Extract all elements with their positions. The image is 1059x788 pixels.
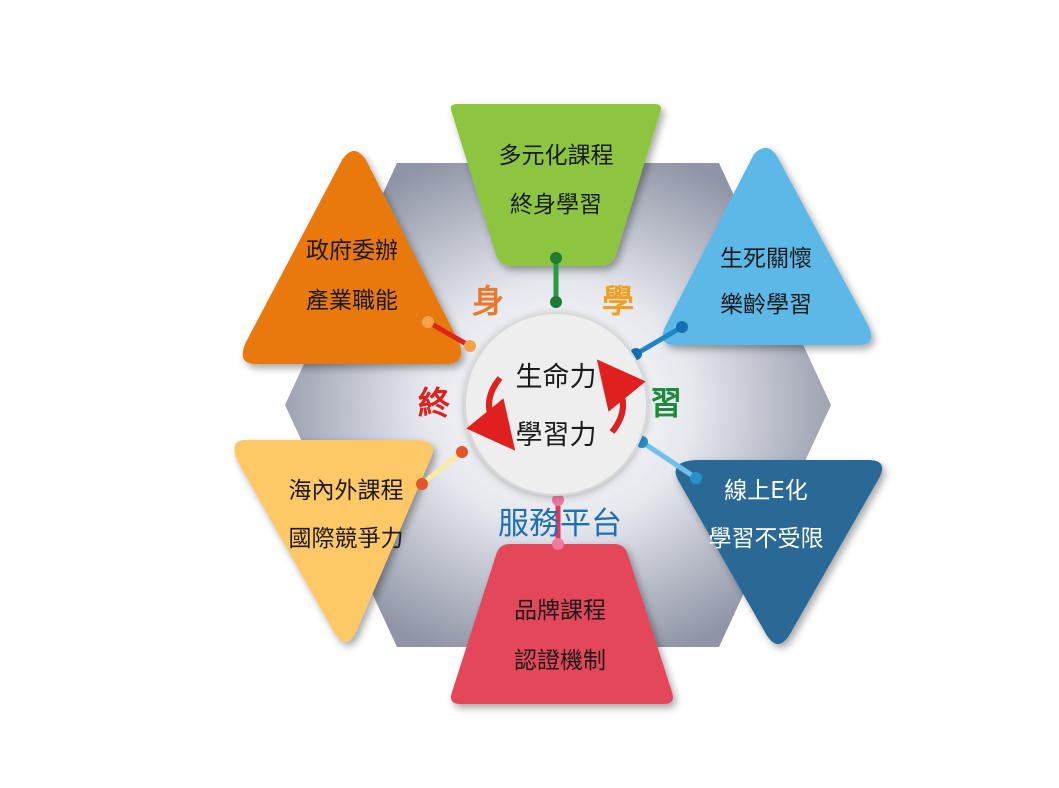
petal-bottom-line-1: 品牌課程 <box>514 598 606 624</box>
ring-char-4: 終 <box>418 384 450 422</box>
petal-top-line-1: 多元化課程 <box>499 143 614 169</box>
petal-lower-left-line-1: 海內外課程 <box>289 478 404 504</box>
ring-char-1: 身 <box>472 282 504 320</box>
arrow-left-icon <box>466 376 516 451</box>
connectors <box>416 252 702 550</box>
center-line-2: 學習力 <box>516 420 597 451</box>
petal-top-shape <box>450 104 662 266</box>
ring-char-2: 學 <box>602 282 634 320</box>
petal-lower-right-line-1: 線上E化 <box>724 478 808 504</box>
cycle-arrows <box>466 359 646 451</box>
petal-upper-right-line-1: 生死關懷 <box>720 246 812 272</box>
petal-bottom-line-2: 認證機制 <box>514 648 606 674</box>
petal-upper-left-line-2: 產業職能 <box>306 288 398 314</box>
center-line-1: 生命力 <box>516 362 597 393</box>
petal-upper-right-line-2: 樂齡學習 <box>720 292 812 318</box>
petal-lower-right-line-2: 學習不受限 <box>709 526 824 552</box>
platform-label: 服務平台 <box>498 506 622 542</box>
petal-lower-left-shape <box>234 440 433 642</box>
arrow-right-icon <box>596 359 646 434</box>
petal-top-line-2: 終身學習 <box>510 192 602 218</box>
ring-char-3: 習 <box>650 384 682 422</box>
petal-upper-left-line-1: 政府委辦 <box>306 238 398 264</box>
petal-upper-right-shape <box>662 147 872 345</box>
center-circle <box>464 312 648 496</box>
petal-bottom-shape <box>451 544 673 704</box>
petal-lower-right-shape <box>675 460 883 644</box>
petal-upper-left-shape <box>242 151 462 364</box>
petal-lower-left-line-2: 國際競爭力 <box>289 526 404 552</box>
